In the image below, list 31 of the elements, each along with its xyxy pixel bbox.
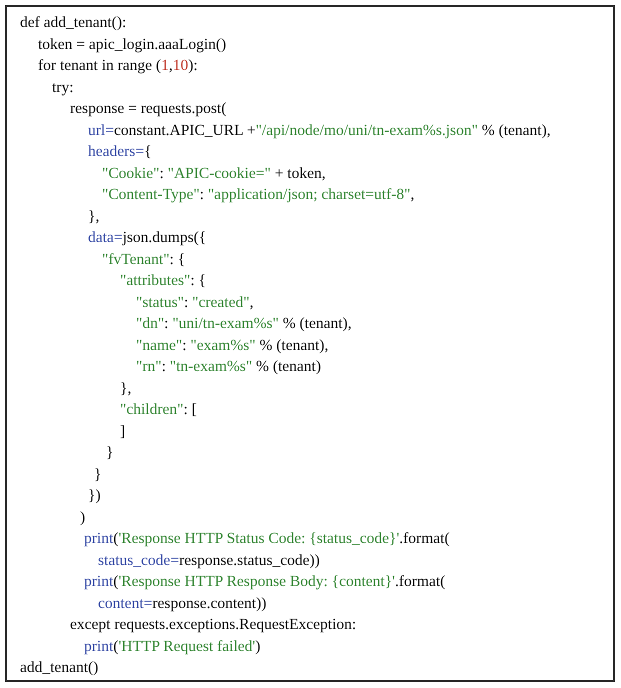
code-line: response = requests.post( (70, 99, 226, 119)
code-line: }, (120, 378, 132, 398)
code-line: "status": "created", (136, 292, 254, 312)
code-line: "fvTenant": { (102, 250, 186, 270)
code-line: except requests.exceptions.RequestException: (70, 615, 356, 635)
code-line: "children": [ (120, 400, 197, 420)
code-line: add_tenant() (20, 658, 98, 678)
code-line: "rn": "tn-exam%s" % (tenant) (136, 357, 322, 377)
code-line: "attributes": { (120, 271, 206, 291)
code-line: }) (88, 486, 101, 506)
code-line: "name": "exam%s" % (tenant), (136, 336, 328, 356)
code-line: print('Response HTTP Status Code: {status_code}'.format( (84, 529, 450, 549)
code-line: def add_tenant(): (20, 13, 126, 33)
code-line: "dn": "uni/tn-exam%s" % (tenant), (136, 314, 352, 334)
code-line: status_code=response.status_code)) (98, 550, 320, 570)
code-line: for tenant in range (1,10): (38, 56, 198, 76)
code-line: content=response.content)) (98, 594, 266, 614)
code-line: ] (120, 422, 126, 442)
code-line: data=json.dumps({ (88, 228, 206, 248)
code-line: ) (80, 508, 86, 528)
code-line: } (94, 464, 102, 484)
code-line: url=constant.APIC_URL +"/api/node/mo/uni/tn-exam%s.json" % (tenant), (88, 120, 551, 140)
code-line: } (106, 443, 114, 463)
code-line: try: (52, 78, 74, 98)
code-line: "Cookie": "APIC-cookie=" + token, (102, 164, 326, 184)
code-line: print('Response HTTP Response Body: {content}'.format( (84, 572, 446, 592)
code-line: headers={ (88, 142, 152, 162)
code-line: }, (88, 206, 100, 226)
code-line: token = apic_login.aaaLogin() (38, 34, 226, 54)
code-line: "Content-Type": "application/json; charset=utf-8", (102, 185, 414, 205)
code-line: print('HTTP Request failed') (84, 636, 260, 656)
